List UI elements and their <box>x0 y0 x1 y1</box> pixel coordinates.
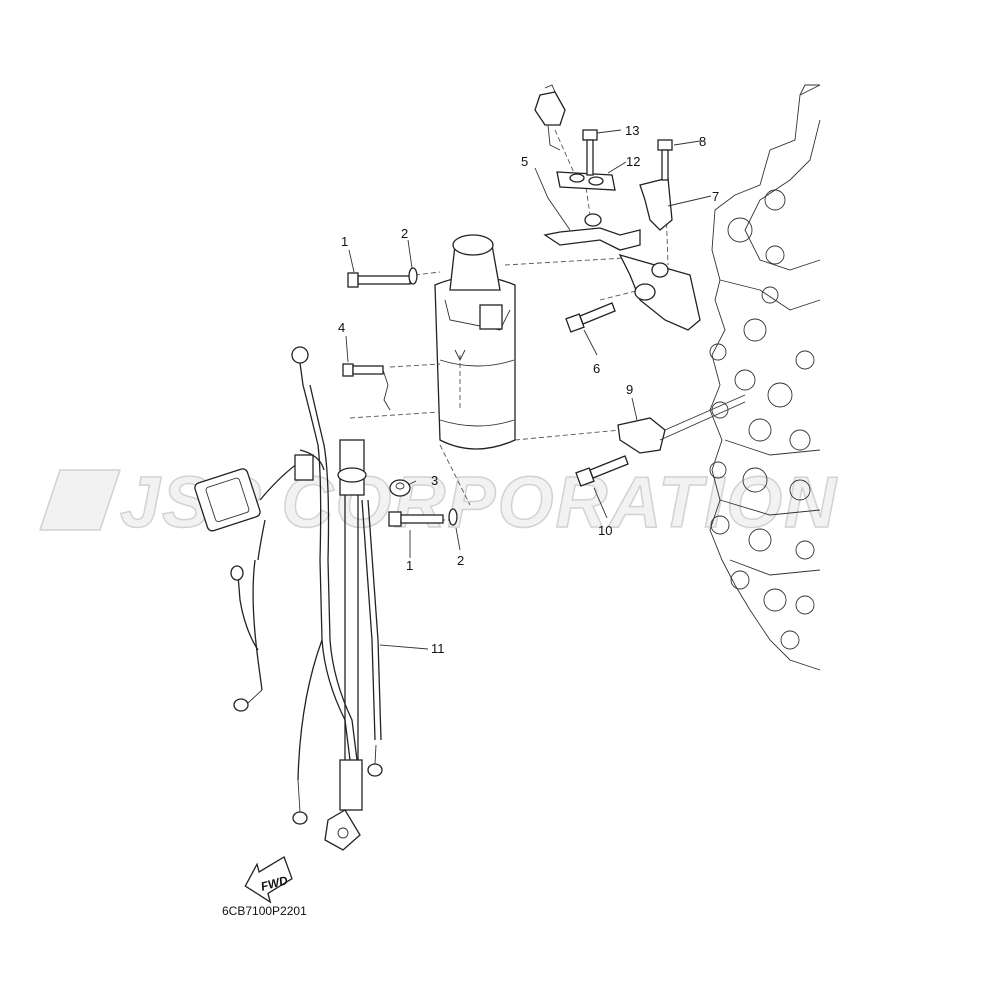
callout-2a: 2 <box>401 226 408 241</box>
bolt-6 <box>565 302 616 333</box>
starter-motor <box>434 234 516 450</box>
callout-4: 4 <box>338 320 345 335</box>
nut-3 <box>389 479 411 497</box>
callout-1a: 1 <box>341 234 348 249</box>
cable-end-top <box>534 84 566 151</box>
holder-9 <box>617 394 746 454</box>
washer-2b <box>448 508 458 526</box>
bolt-4 <box>342 363 384 377</box>
leader-lines <box>345 129 712 650</box>
bolt-8 <box>657 139 673 181</box>
callout-6: 6 <box>593 361 600 376</box>
bolt-1a <box>347 272 411 288</box>
bolt-13 <box>582 129 598 176</box>
bracket-assembly <box>543 213 701 331</box>
engine-block <box>709 84 821 671</box>
callout-12: 12 <box>626 154 640 169</box>
callout-11: 11 <box>431 641 445 656</box>
bracket-7 <box>639 177 673 231</box>
bolt-1b <box>388 511 444 527</box>
watermark-logo: JSP CORPORATION <box>38 462 837 544</box>
callout-10: 10 <box>598 523 612 538</box>
callouts: 1 2 4 5 13 12 8 7 6 9 3 1 2 10 11 <box>338 123 719 656</box>
callout-1b: 1 <box>406 558 413 573</box>
callout-2b: 2 <box>457 553 464 568</box>
clip-12 <box>556 171 616 191</box>
bolt-10 <box>575 455 629 487</box>
wire-harness <box>194 346 383 851</box>
callout-3: 3 <box>431 473 438 488</box>
callout-7: 7 <box>712 189 719 204</box>
callout-5: 5 <box>521 154 528 169</box>
fwd-label: FWD <box>259 873 289 894</box>
diagram-code: 6CB7100P2201 <box>222 904 307 918</box>
assembly-lines <box>349 129 669 521</box>
callout-13: 13 <box>625 123 639 138</box>
callout-9: 9 <box>626 382 633 397</box>
terminal-4 <box>382 369 391 411</box>
fwd-arrow: FWD <box>244 856 293 904</box>
washer-2a <box>408 267 418 285</box>
callout-8: 8 <box>699 134 706 149</box>
